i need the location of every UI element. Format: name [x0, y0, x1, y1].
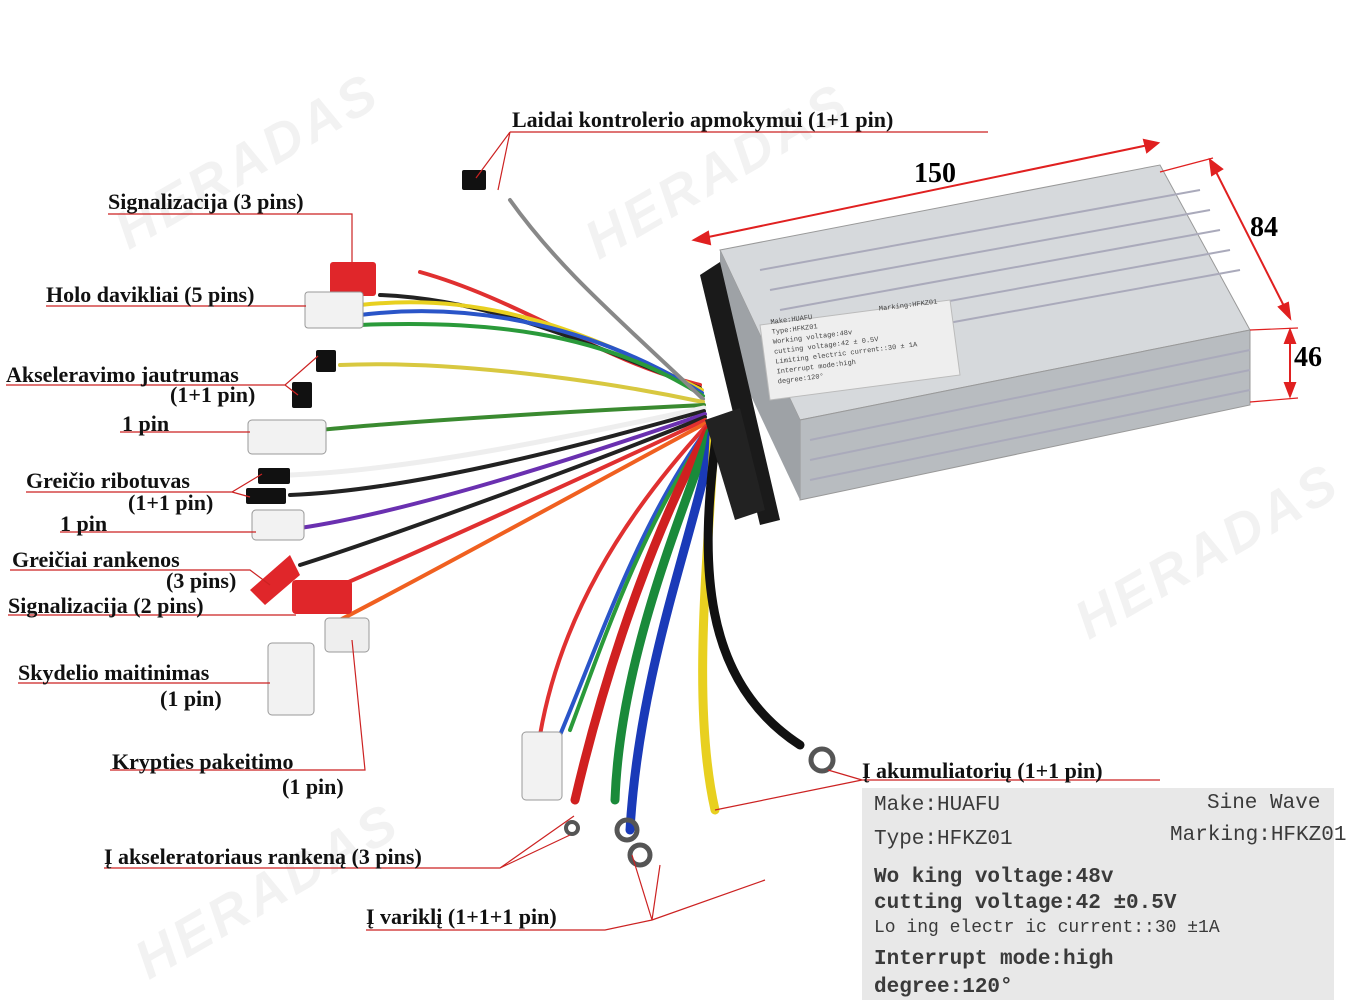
dimension-length: 150: [914, 158, 956, 189]
label-throttle: Į akseleratoriaus rankeną (3 pins): [104, 844, 422, 869]
controller-housing: [700, 164, 1251, 525]
inset-type: Type:HFKZ01: [874, 828, 1013, 851]
label-one-pin-a: 1 pin: [122, 411, 170, 436]
inset-make: Make:HUAFU: [874, 794, 1001, 817]
inset-voltage: Wo king voltage:48v: [874, 866, 1114, 889]
inset-current: Lo ing electr ic current::30 ±1A: [874, 918, 1220, 938]
inset-mode: Interrupt mode:high: [874, 948, 1114, 971]
inset-degree: degree:120°: [874, 976, 1013, 999]
leader-lines: [6, 131, 1160, 931]
label-panel-power-pins: (1 pin): [160, 686, 222, 711]
label-accel-sensitivity-pins: (1+1 pin): [170, 382, 256, 407]
label-reverse: Krypties pakeitimo: [112, 749, 294, 774]
label-one-pin-b: 1 pin: [60, 511, 108, 536]
label-signal-3: Signalizacija (3 pins): [108, 189, 304, 214]
inset-sine-wave: Sine Wave: [1207, 792, 1321, 815]
dimension-height: 46: [1294, 342, 1322, 373]
label-signal-2: Signalizacija (2 pins): [8, 593, 204, 618]
label-training-wires: Laidai kontrolerio apmokymui (1+1 pin): [512, 107, 894, 132]
label-speed-limiter: Greičio ribotuvas: [26, 468, 190, 493]
label-motor: Į variklį (1+1+1 pin): [366, 904, 557, 929]
label-reverse-pins: (1 pin): [282, 774, 344, 799]
label-accel-sensitivity: Akseleravimo jautrumas: [6, 362, 239, 387]
dimension-width: 84: [1250, 212, 1278, 243]
label-battery: Į akumuliatorių (1+1 pin): [862, 758, 1103, 783]
inset-cutoff: cutting voltage:42 ±0.5V: [874, 892, 1177, 915]
dimension-arrows: [691, 138, 1299, 403]
inset-marking: Marking:HFKZ01: [1170, 824, 1347, 847]
label-panel-power: Skydelio maitinimas: [18, 660, 210, 685]
wire-bundle: [287, 198, 805, 835]
label-hall-sensors: Holo davikliai (5 pins): [46, 282, 255, 307]
label-speed-switch: Greičiai rankenos: [12, 547, 180, 572]
sticker-closeup: Make:HUAFU Sine Wave Type:HFKZ01 Marking…: [862, 788, 1346, 1000]
label-speed-limiter-pins: (1+1 pin): [128, 490, 214, 515]
connectors: [246, 170, 836, 868]
label-speed-switch-pins: (3 pins): [166, 568, 237, 593]
